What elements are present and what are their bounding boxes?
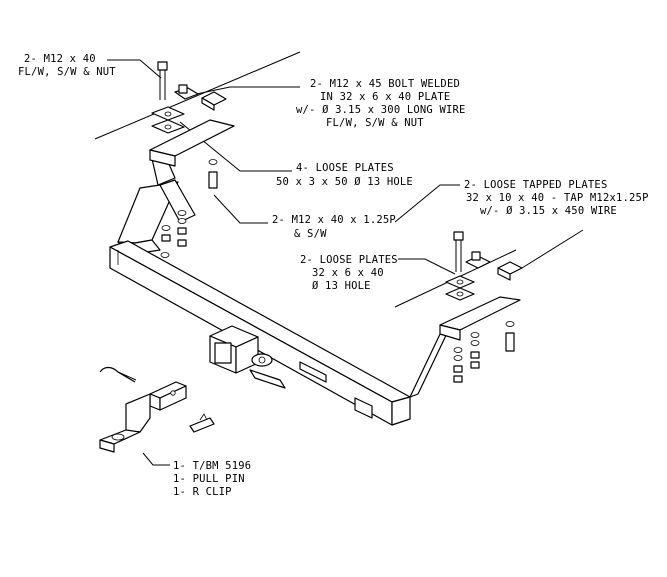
label-bolts-mid-line2: & S/W [294, 228, 327, 240]
right-bracket-side [439, 324, 461, 341]
label-bolts-mid-line1: 2- M12 x 40 x 1.25P [272, 214, 396, 226]
pull-pin-shaft [117, 371, 137, 381]
tube-slot [299, 361, 327, 383]
right-welded-bolt-icon [471, 251, 481, 261]
right-tapped-plate-side [497, 267, 511, 281]
main-tube-end [391, 396, 411, 426]
leader-section-line-left [94, 51, 301, 140]
label-bolts-mid: 2- M12 x 40 x 1.25P & S/W [272, 214, 396, 240]
label-bolt-welded: 2- M12 x 45 BOLT WELDED IN 32 x 6 x 40 P… [296, 78, 466, 129]
label-loose-plates-right-line1: 2- LOOSE PLATES [300, 254, 398, 266]
leader-tapped-plates-2 [521, 229, 584, 269]
label-tapped-plates-line1: 2- LOOSE TAPPED PLATES [464, 179, 607, 191]
washer-icon-b [177, 210, 187, 216]
label-bolts-top-line1: 2- M12 x 40 [24, 53, 96, 65]
leader-bolts-mid [213, 194, 268, 224]
right-nut-icon-c [470, 361, 480, 369]
pull-pin-handle-icon [99, 366, 136, 383]
hitch-frame [109, 119, 521, 426]
label-tapped-plates-line2: 32 x 10 x 40 - TAP M12x1.25P [466, 192, 649, 204]
right-washer-icon-a [505, 321, 515, 327]
receiver-opening [214, 342, 232, 364]
right-bolt-head-icon [453, 231, 464, 241]
right-hardware [445, 231, 523, 383]
ball-mount-drop [125, 393, 151, 433]
r-clip-loop [199, 413, 208, 421]
loose-plate-1-hole [164, 111, 172, 117]
left-bracket-side [149, 149, 176, 167]
label-loose-plates-left: 4- LOOSE PLATES 50 x 3 x 50 Ø 13 HOLE [276, 162, 413, 188]
right-bolt-mid-icon [505, 332, 515, 352]
label-accessories-line2: 1- PULL PIN [173, 473, 245, 485]
ball-mount-hole [111, 433, 125, 441]
right-loose-plate-1-hole [456, 279, 464, 285]
label-accessories-line3: 1- R CLIP [173, 486, 232, 498]
right-nut-icon-b [453, 365, 463, 373]
welded-bolt-icon [178, 84, 188, 94]
washer-icon-c [177, 218, 187, 224]
tapped-plate-left-side [201, 97, 215, 111]
left-hardware [151, 61, 227, 247]
label-loose-plates-left-line1: 4- LOOSE PLATES [296, 162, 394, 174]
leader-accessories [142, 452, 170, 466]
label-loose-plates-right-line3: Ø 13 HOLE [312, 280, 371, 292]
leader-bolts-top [107, 59, 162, 79]
receiver-gusset [249, 369, 286, 389]
right-arm-strut [409, 326, 451, 398]
right-washer-icon-c [470, 340, 480, 346]
ball-mount-pin-hole [170, 390, 176, 396]
ball-mount-platform-front [99, 439, 115, 453]
nut-icon-b [161, 234, 171, 242]
nut-icon-a [177, 227, 187, 235]
label-loose-plates-left-line2: 50 x 3 x 50 Ø 13 HOLE [276, 176, 413, 188]
right-nut-icon-d [453, 375, 463, 383]
label-loose-plates-right: 2- LOOSE PLATES 32 x 6 x 40 Ø 13 HOLE [300, 254, 398, 292]
r-clip-icon [189, 417, 215, 433]
label-bolts-top: 2- M12 x 40 FL/W, S/W & NUT [18, 53, 116, 78]
label-bolt-welded-line4: FL/W, S/W & NUT [326, 117, 424, 129]
nut-icon-c [177, 239, 187, 247]
tube-end-plate [354, 397, 373, 419]
washer-icon-a [208, 159, 218, 165]
leader-tapped-plates [394, 184, 460, 223]
bolt-mid-icon [208, 171, 218, 189]
left-inner-strut [159, 179, 196, 223]
tow-ball-mount [99, 366, 215, 453]
label-loose-plates-right-line2: 32 x 6 x 40 [312, 267, 384, 279]
top-bolt-head-icon [157, 61, 168, 71]
label-tapped-plates-line3: w/- Ø 3.15 x 450 WIRE [480, 205, 617, 217]
label-accessories-line1: 1- T/BM 5196 [173, 460, 251, 472]
right-washer-icon-e [453, 355, 463, 361]
safety-chain-hole [258, 356, 266, 364]
loose-plate-2-hole [164, 124, 172, 130]
right-washer-icon-b [470, 332, 480, 338]
label-bolts-top-line2: FL/W, S/W & NUT [18, 66, 116, 78]
ball-mount-shank-side [159, 385, 187, 411]
label-tapped-plates: 2- LOOSE TAPPED PLATES 32 x 10 x 40 - TA… [464, 179, 649, 217]
tube-hole-left [160, 252, 170, 258]
label-accessories: 1- T/BM 5196 1- PULL PIN 1- R CLIP [173, 460, 251, 498]
washer-icon-d [161, 225, 171, 231]
right-nut-icon-a [470, 351, 480, 359]
right-washer-icon-d [453, 347, 463, 353]
label-bolt-welded-line1: 2- M12 x 45 BOLT WELDED [310, 78, 460, 90]
leader-bolt-welded [186, 86, 300, 97]
leader-loose-plates-right [398, 258, 456, 275]
label-bolt-welded-line2: IN 32 x 6 x 40 PLATE [320, 91, 450, 103]
label-bolt-welded-line3: w/- Ø 3.15 x 300 LONG WIRE [296, 104, 466, 116]
right-loose-plate-2-hole [456, 291, 464, 297]
